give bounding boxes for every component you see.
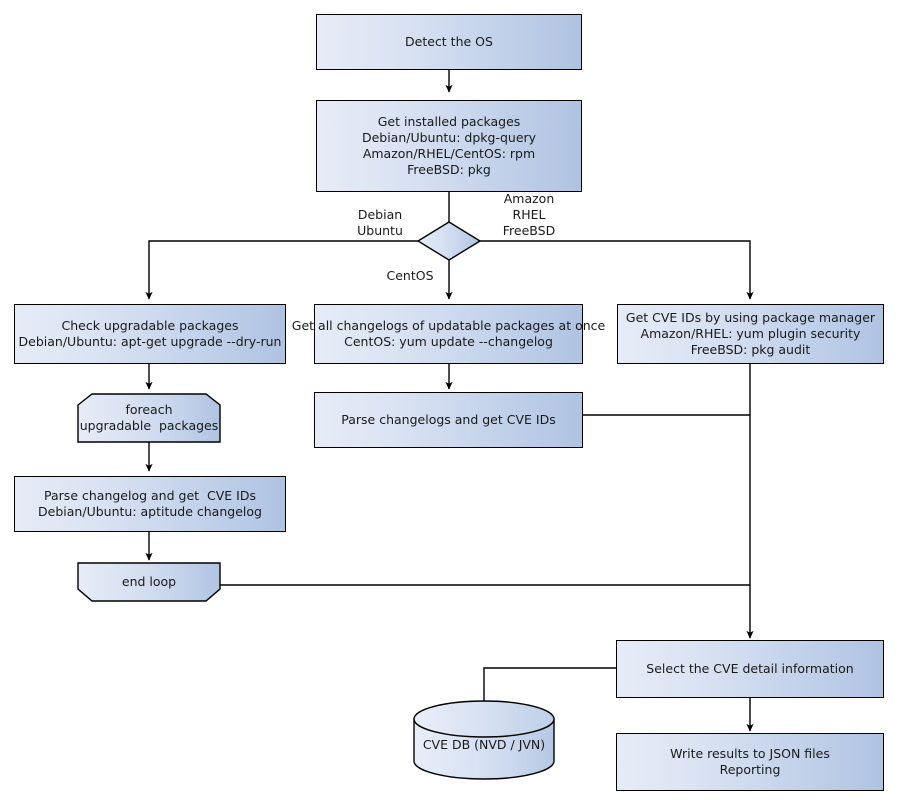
node-get-cve-ids-package-manager-label: Get CVE IDs by using package manager Ama… [625, 310, 876, 357]
edge-label-branch-debian: Debian Ubuntu [357, 207, 403, 238]
cve-db-cylinder [413, 700, 555, 780]
node-parse-changelogs-centos[interactable]: Parse changelogs and get CVE IDs [314, 392, 583, 448]
node-get-all-changelogs[interactable]: Get all changelogs of updatable packages… [292, 304, 605, 364]
node-get-installed-packages[interactable]: Get installed packages Debian/Ubuntu: dp… [316, 100, 582, 192]
edge-label-branch-centos: CentOS [386, 268, 434, 283]
node-write-results-label: Write results to JSON files Reporting [670, 746, 830, 777]
node-check-upgradable-packages-label: Check upgradable packages Debian/Ubuntu:… [18, 318, 282, 349]
node-get-cve-ids-package-manager[interactable]: Get CVE IDs by using package manager Ama… [617, 304, 884, 364]
node-end-loop-label: end loop [121, 574, 177, 589]
foreach-loop-shape [77, 393, 221, 443]
node-write-results[interactable]: Write results to JSON files Reporting [616, 733, 884, 791]
node-detect-os-label: Detect the OS [405, 34, 493, 49]
node-detect-os[interactable]: Detect the OS [316, 14, 582, 70]
node-select-cve-detail[interactable]: Select the CVE detail information [616, 640, 884, 698]
os-decision-diamond [416, 221, 482, 261]
node-cve-database[interactable]: CVE DB (NVD / JVN) [414, 700, 554, 778]
edge-label-branch-amazon: Amazon RHEL FreeBSD [502, 191, 556, 238]
node-cve-database-label: CVE DB (NVD / JVN) [422, 737, 546, 752]
node-parse-changelog-debian-label: Parse changelog and get CVE IDs Debian/U… [38, 488, 262, 519]
node-parse-changelog-debian[interactable]: Parse changelog and get CVE IDs Debian/U… [14, 476, 286, 532]
node-foreach-loop-label: foreach upgradable packages [79, 402, 219, 433]
node-select-cve-detail-label: Select the CVE detail information [646, 661, 854, 676]
node-check-upgradable-packages[interactable]: Check upgradable packages Debian/Ubuntu:… [14, 304, 286, 364]
node-get-installed-packages-label: Get installed packages Debian/Ubuntu: dp… [361, 114, 537, 177]
node-foreach-loop[interactable]: foreach upgradable packages [78, 394, 220, 442]
node-get-all-changelogs-label: Get all changelogs of updatable packages… [291, 318, 606, 349]
node-end-loop[interactable]: end loop [78, 563, 220, 601]
node-parse-changelogs-centos-label: Parse changelogs and get CVE IDs [341, 412, 556, 427]
end-loop-shape [77, 562, 221, 602]
